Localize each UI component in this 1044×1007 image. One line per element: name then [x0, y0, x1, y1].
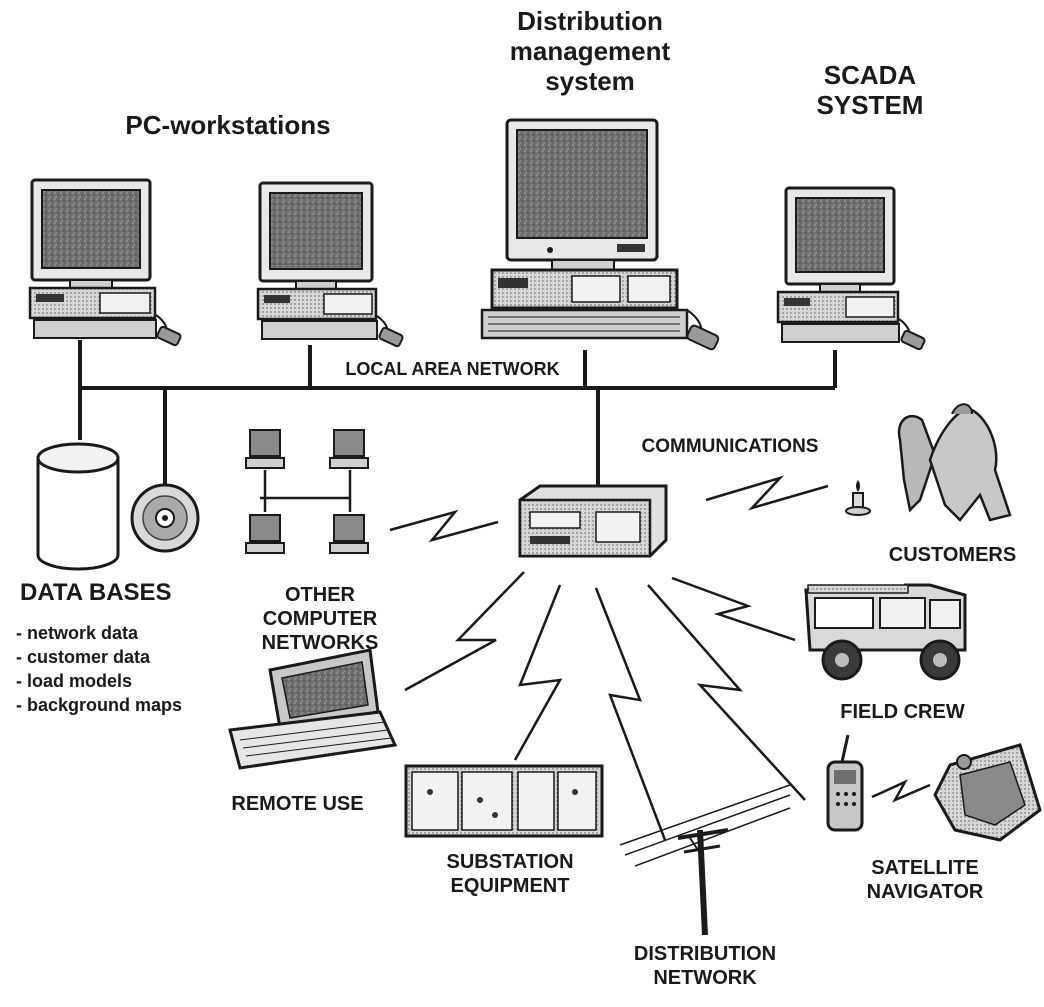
pc-workstation-1-icon	[28, 178, 182, 347]
distribution-network-label: DISTRIBUTION NETWORK	[605, 942, 805, 990]
remote-use-label: REMOTE USE	[231, 793, 364, 815]
link-remote-use	[404, 571, 525, 692]
other-networks-line-1: OTHER	[285, 584, 355, 606]
communications-label: COMMUNICATIONS	[641, 436, 819, 457]
satellite-line-2: NAVIGATOR	[866, 881, 984, 903]
other-networks-line-3: NETWORKS	[261, 632, 379, 654]
optical-disk-icon	[130, 483, 200, 553]
substation-line-2: EQUIPMENT	[450, 875, 570, 897]
satellite-line-1: SATELLITE	[871, 857, 979, 879]
distribution-network-line-2: NETWORK	[653, 967, 757, 989]
other-networks-icon	[245, 429, 369, 554]
data-bases-item: customer data	[16, 645, 182, 669]
link-satellite	[647, 584, 806, 801]
pc-workstation-2-icon	[256, 181, 404, 348]
satellite-navigator-label: SATELLITE NAVIGATOR	[840, 856, 1010, 904]
scada-label-line-2: SYSTEM	[816, 90, 924, 120]
field-crew-label: FIELD CREW	[840, 701, 965, 723]
remote-use-laptop-icon	[228, 648, 398, 770]
pc-workstations-label: PC-workstations	[125, 110, 331, 140]
dms-label: Distribution management system	[490, 6, 690, 96]
link-field-crew	[671, 576, 796, 642]
other-networks-label: OTHER COMPUTER NETWORKS	[245, 583, 395, 655]
scada-workstation-icon	[776, 186, 926, 351]
communications-hub-icon	[518, 484, 668, 558]
lan-label: LOCAL AREA NETWORK	[345, 359, 560, 379]
scada-label: SCADA SYSTEM	[790, 60, 950, 120]
link-substation	[513, 584, 563, 761]
substation-label: SUBSTATION EQUIPMENT	[420, 850, 600, 898]
customers-label: CUSTOMERS	[888, 544, 1017, 566]
data-bases-item: background maps	[16, 693, 182, 717]
link-other-networks	[389, 509, 499, 543]
radio-links	[389, 475, 931, 841]
dms-workstation-icon	[480, 118, 720, 351]
data-bases-list: network data customer data load models b…	[16, 621, 182, 717]
lan-bus	[78, 340, 837, 488]
substation-line-1: SUBSTATION	[446, 851, 574, 873]
dms-label-line-1: Distribution	[517, 6, 663, 36]
distribution-pole-icon	[619, 784, 791, 936]
link-customers	[705, 475, 829, 511]
data-bases-label: DATA BASES	[20, 579, 172, 606]
field-crew-truck-icon	[804, 583, 967, 681]
customers-icon	[845, 403, 1012, 522]
other-networks-line-2: COMPUTER	[262, 608, 378, 630]
link-satellite-navigator	[871, 779, 931, 803]
distribution-network-line-1: DISTRIBUTION	[633, 943, 777, 965]
link-distribution-network	[594, 587, 667, 841]
dms-label-line-3: system	[545, 66, 635, 96]
dms-label-line-2: management	[509, 36, 671, 66]
data-bases-item: network data	[16, 621, 182, 645]
substation-equipment-icon	[404, 764, 604, 838]
scada-label-line-1: SCADA	[823, 60, 917, 90]
database-cylinder-icon	[36, 442, 120, 571]
data-bases-item: load models	[16, 669, 182, 693]
satellite-navigator-icon	[826, 734, 1042, 842]
